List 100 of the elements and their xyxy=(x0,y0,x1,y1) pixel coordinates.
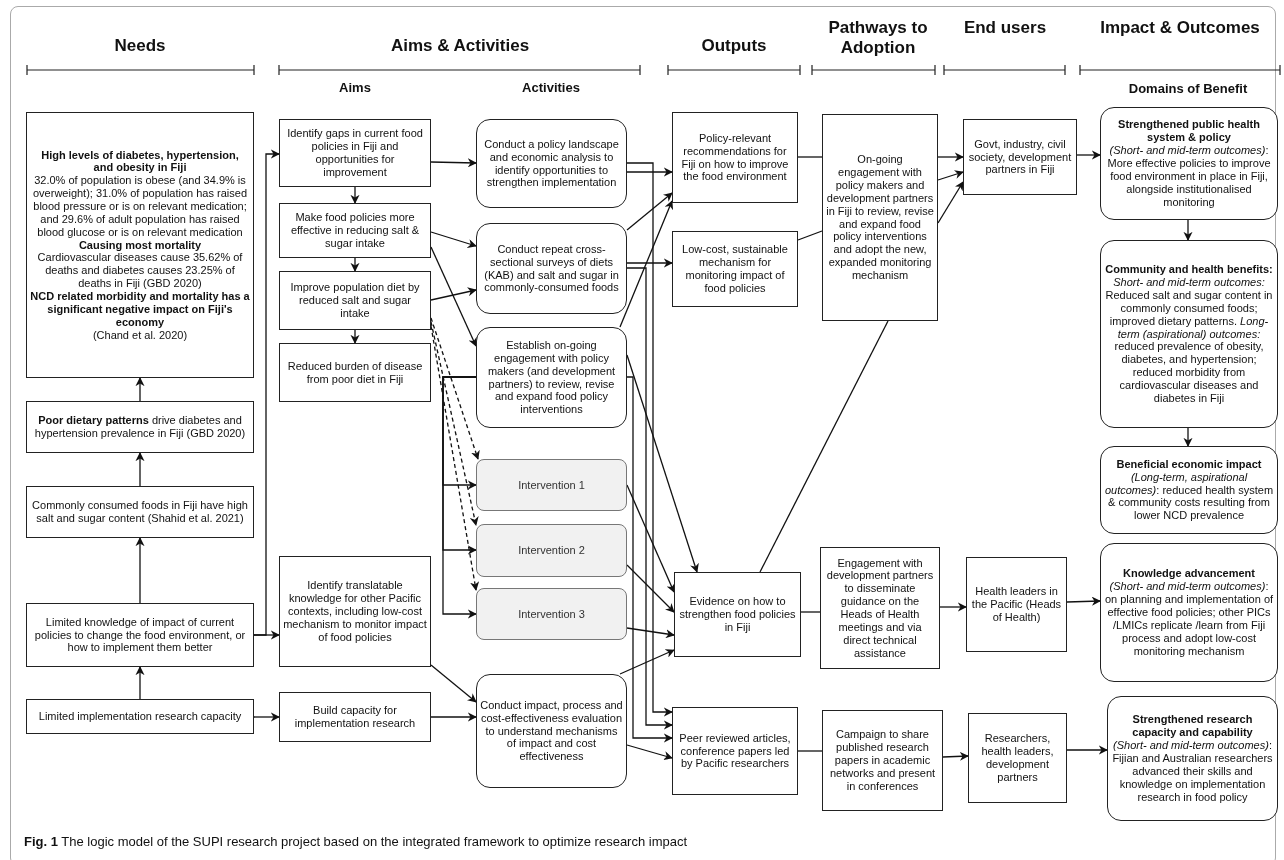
arrow xyxy=(1076,150,1101,160)
arrow xyxy=(626,258,673,268)
box-heading: Causing most mortality xyxy=(78,238,202,252)
box-text: Peer reviewed articles, conference papers led by Pacific researchers xyxy=(678,731,792,771)
box-text: Identify gaps in current food policies in Fiji and opportunities for improvement xyxy=(286,127,424,179)
connector-line xyxy=(759,320,889,573)
arrow xyxy=(430,712,477,722)
process-box xyxy=(822,114,938,321)
column-heading: End users xyxy=(962,18,1048,38)
box-text: Intervention 3 xyxy=(518,607,585,621)
arrow xyxy=(430,246,477,347)
arrow xyxy=(430,287,477,301)
arrow xyxy=(1183,219,1193,241)
box-heading: High levels of diabetes, hypertension, and obesity in Fiji xyxy=(40,148,240,175)
box-text: Engagement with development partners to disseminate guidance on the Heads of Health meetings and via direct technical assistance xyxy=(825,556,935,660)
box-text: Build capacity for implementation research xyxy=(293,704,417,730)
box-text: Reduced burden of disease from poor diet in Fiji xyxy=(286,359,424,386)
arrow xyxy=(626,192,673,231)
column-heading: Outputs xyxy=(700,36,768,56)
box-text: Health leaders in the Pacific (Heads of Health) xyxy=(970,585,1063,624)
arrow xyxy=(253,712,280,722)
arrow xyxy=(350,257,360,272)
arrow xyxy=(619,649,675,675)
arrow xyxy=(135,537,145,604)
box-text: Govt, industry, civil society, development partners in Fiji xyxy=(967,137,1073,177)
process-box xyxy=(279,271,431,330)
process-box xyxy=(672,112,798,203)
box-text: Make food policies more effective in reducing salt & sugar intake xyxy=(289,211,421,250)
arrow xyxy=(626,267,673,730)
box-text: Intervention 2 xyxy=(518,544,585,557)
box-heading: Knowledge advancement xyxy=(1122,567,1255,581)
box-text: Poor dietary patterns drive diabetes and hypertension prevalence in Fiji (GBD 2020) xyxy=(33,414,247,440)
process-box xyxy=(279,343,431,402)
process-box xyxy=(672,707,798,795)
rounded-box xyxy=(476,327,627,428)
arrow xyxy=(626,354,699,573)
box-text: Cardiovascular diseases cause 35.62% of deaths and diabetes causes 23.25% of deaths in Fiji (GBD 2020) xyxy=(36,251,244,290)
column-heading: Pathways to Adoption xyxy=(827,18,929,58)
dashed-arrow xyxy=(430,321,479,526)
arrow xyxy=(350,186,360,204)
box-text: (Chand et al. 2020) xyxy=(92,328,188,342)
column-heading: Aims & Activities xyxy=(389,36,531,56)
arrow xyxy=(626,376,673,743)
arrow xyxy=(626,167,673,177)
process-box xyxy=(966,557,1067,652)
connector-line xyxy=(797,230,823,241)
rounded-box xyxy=(1100,107,1278,220)
process-box xyxy=(26,699,254,734)
subheading: Aims xyxy=(338,80,372,95)
column-heading: Needs xyxy=(113,36,167,56)
rounded-box xyxy=(1100,240,1278,428)
box-text: Limited implementation research capacity xyxy=(38,710,242,723)
subheading: Activities xyxy=(521,80,581,95)
arrow xyxy=(939,602,967,612)
rounded-box xyxy=(1100,543,1278,682)
arrow xyxy=(430,158,477,168)
process-box xyxy=(279,556,431,667)
arrow xyxy=(135,452,145,487)
arrow xyxy=(135,377,145,402)
process-box xyxy=(26,112,254,378)
box-text: 32.0% of population is obese (and 34.9% is overweight); 31.0% of population has raised blood pressure or is on relevant medication; and 29.6% of adult population has raised blood glucose or is on relevant medication xyxy=(32,174,248,239)
arrow xyxy=(430,664,477,703)
arrow xyxy=(253,630,280,640)
arrow xyxy=(135,666,145,700)
box-heading: NCD related morbidity and mortality has a significant negative impact on Fiji's economy xyxy=(30,290,250,329)
box-text: Conduct impact, process and cost-effectiveness evaluation to understand mechanisms of impact and cost effectiveness xyxy=(480,698,623,764)
arrow xyxy=(430,231,477,248)
connector-line xyxy=(797,156,823,158)
subheading: Domains of Benefit xyxy=(1127,81,1249,96)
box-text: Intervention 1 xyxy=(518,478,585,492)
rounded-box xyxy=(476,674,627,788)
arrow xyxy=(1066,745,1108,755)
process-box xyxy=(822,710,943,811)
connector-line xyxy=(800,611,821,613)
arrow xyxy=(626,744,673,761)
box-text: Campaign to share published research papers in academic networks and present in conferences xyxy=(828,728,937,793)
rounded-box xyxy=(1107,696,1278,821)
process-box xyxy=(26,486,254,538)
arrow xyxy=(442,376,477,619)
rounded-box xyxy=(476,223,627,314)
box-text: Improve population diet by reduced salt and sugar intake xyxy=(289,281,421,320)
process-box xyxy=(279,203,431,258)
arrow xyxy=(619,200,674,328)
box-heading: Beneficial economic impact xyxy=(1116,457,1262,471)
box-text: Short- and mid-term outcomes: Reduced salt and sugar content in commonly consumed foods; improved dietary patterns. Long-term (aspirational) outcomes: reduced prevalence of obesity, diabetes, and hypertension; reduced morbidity from cardiovascular diseases and diabetes in Fiji xyxy=(1104,276,1274,405)
box-heading: Strengthened public health system & policy xyxy=(1117,118,1261,145)
box-text: Researchers, health leaders, development partners xyxy=(980,732,1055,784)
column-heading: Impact & Outcomes xyxy=(1099,18,1261,38)
box-text: Conduct a policy landscape and economic analysis to identify opportunities to strengthen implementation xyxy=(483,137,620,190)
box-text: Low-cost, sustainable mechanism for monitoring impact of food policies xyxy=(681,243,789,295)
arrow xyxy=(937,152,964,162)
intervention-box xyxy=(476,459,627,511)
arrow xyxy=(626,484,675,593)
process-box xyxy=(279,692,431,742)
dashed-arrow xyxy=(430,317,480,460)
arrow xyxy=(626,162,673,717)
arrow xyxy=(350,329,360,344)
arrow xyxy=(1066,596,1101,606)
process-box xyxy=(674,572,801,657)
arrow xyxy=(937,170,964,181)
